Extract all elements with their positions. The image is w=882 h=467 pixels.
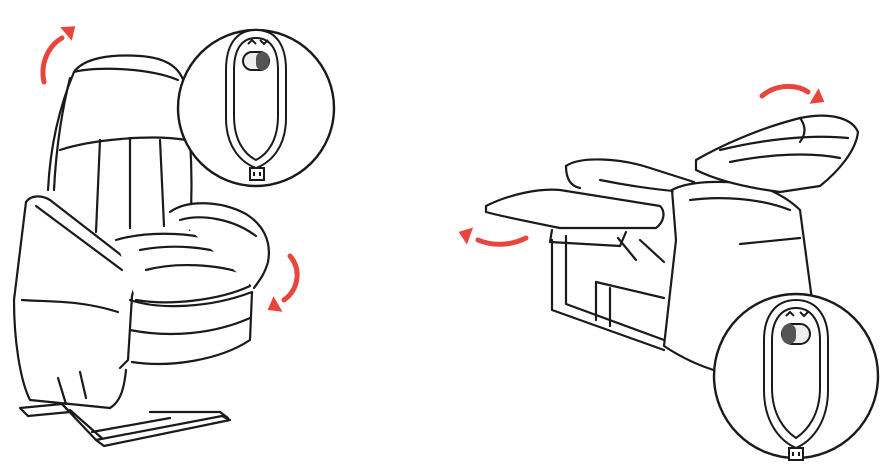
footrest-out-arrow: [456, 223, 526, 244]
lift-remote-zoom: [178, 30, 334, 186]
headrest-back-arrow: [762, 86, 829, 109]
lift-chair-left-arm: [14, 196, 135, 408]
reclined-chair-seat: [566, 159, 694, 192]
reclined-chair-footrest: [486, 190, 663, 260]
reclined-chair-frame: [552, 236, 664, 350]
reclined-chair-backrest: [696, 116, 858, 192]
lift-chair-backrest: [48, 56, 192, 232]
arm-forward-arrow: [263, 256, 297, 318]
recline-remote-zoom: [714, 294, 878, 460]
